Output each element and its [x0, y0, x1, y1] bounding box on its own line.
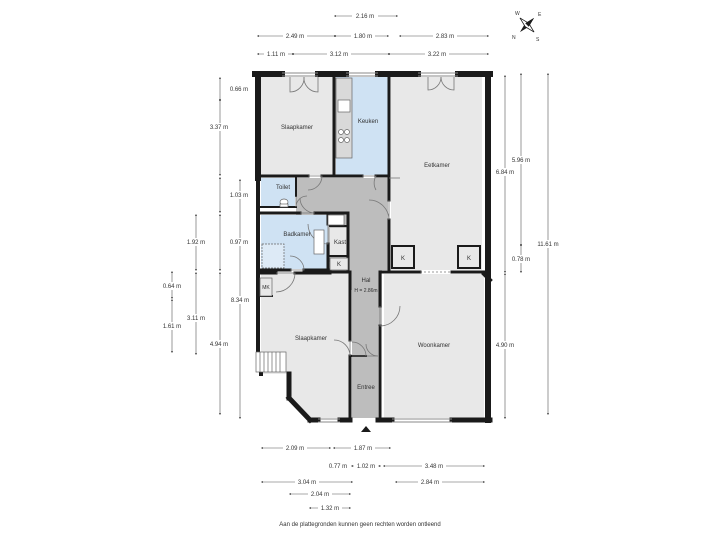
dim-right1-1: 0.78 m [512, 257, 530, 263]
floor-hal [296, 178, 388, 418]
windows [282, 72, 458, 423]
dim-top-overall: 2.16 m [356, 14, 374, 20]
dim-left2-1: 8.34 m [231, 298, 249, 304]
label-kast: Kast [334, 240, 346, 246]
fixtures [255, 77, 353, 373]
label-k-right: K [467, 256, 471, 262]
dim-bottom5: 1.32 m [321, 506, 339, 512]
floor-toilet [261, 178, 295, 206]
kitchen-sink [337, 99, 351, 113]
shower-icon [261, 243, 285, 269]
walls [252, 71, 493, 424]
dim-right2-0: 6.84 m [496, 170, 514, 176]
stove-icon [338, 129, 350, 143]
dim-bottom2-1: 1.02 m [357, 464, 375, 470]
dim-bottom4: 2.04 m [311, 492, 329, 498]
compass-w: W [515, 11, 520, 17]
label-entree: Entree [357, 385, 375, 391]
dim-left3-1: 4.94 m [210, 342, 228, 348]
dim-bottom2-2: 3.48 m [425, 464, 443, 470]
floor-eetkamer [391, 77, 482, 245]
dim-bottom2-0: 0.77 m [329, 464, 347, 470]
dim-left2-0: 1.92 m [187, 240, 205, 246]
label-slaapkamer-bottom: Slaapkamer [295, 336, 327, 342]
label-toilet: Toilet [276, 185, 290, 191]
hall-sink-icon [327, 214, 345, 226]
dim-bottom1-1: 1.87 m [354, 446, 372, 452]
dimension-labels: 2.16 m 2.49 m 1.80 m 2.83 m 1.11 m 3.12 … [160, 12, 561, 512]
dim-left4-1: 1.61 m [163, 324, 181, 330]
label-keuken: Keuken [358, 119, 378, 125]
dim-left1-1: 3.37 m [210, 125, 228, 131]
dim-top-r2-0: 1.11 m [267, 52, 285, 58]
k-box [329, 257, 349, 271]
label-k-small: K [337, 262, 341, 268]
steps-icon [255, 351, 287, 373]
dim-bottom3-1: 2.84 m [421, 480, 439, 486]
door-swings [275, 76, 455, 357]
dim-right-overall: 11.61 m [537, 242, 558, 248]
dim-top-r2-2: 3.22 m [428, 52, 446, 58]
floor-kast [330, 228, 348, 256]
dim-bottom1-0: 2.09 m [286, 446, 304, 452]
dim-left1-2: 1.03 m [230, 193, 248, 199]
floor-slaapkamer-bottom [261, 272, 349, 418]
label-hal: Hal [361, 278, 370, 284]
kitchen-counter [335, 77, 353, 159]
label-mk: MK [262, 285, 270, 291]
label-badkamer: Badkamer [283, 232, 310, 238]
dim-top-r1-2: 2.83 m [436, 34, 454, 40]
mk-box [259, 277, 273, 297]
room-labels: Slaapkamer Keuken Eetkamer Toilet Badkam… [262, 119, 471, 391]
entrance-marker-icon [361, 426, 371, 432]
dim-bottom3-0: 3.04 m [298, 480, 316, 486]
disclaimer: Aan de plattegronden kunnen geen rechten… [279, 522, 441, 528]
dim-left3-0: 3.11 m [187, 316, 205, 322]
label-woonkamer: Woonkamer [418, 343, 450, 349]
label-hal-height: H = 2.86m [354, 288, 377, 294]
compass-n: N [512, 35, 516, 41]
dim-left1-0: 0.66 m [230, 87, 248, 93]
label-eetkamer: Eetkamer [424, 163, 450, 169]
label-k-left: K [401, 256, 405, 262]
bath-sink-icon [313, 229, 325, 255]
dim-left1-3: 0.97 m [230, 240, 248, 246]
dim-left4-0: 0.64 m [163, 284, 181, 290]
label-slaapkamer-top: Slaapkamer [281, 125, 313, 131]
dim-right2-1: 4.90 m [496, 343, 514, 349]
dim-top-r1-1: 1.80 m [354, 34, 372, 40]
floor-woonkamer [384, 274, 484, 418]
compass-e: E [538, 12, 542, 18]
compass-s: S [536, 37, 540, 43]
dim-top-r1-0: 2.49 m [286, 34, 304, 40]
compass-icon [519, 17, 535, 33]
dim-top-r2-1: 3.12 m [330, 52, 348, 58]
dim-right1-0: 5.96 m [512, 158, 530, 164]
floor-slaapkamer-top [261, 77, 333, 175]
